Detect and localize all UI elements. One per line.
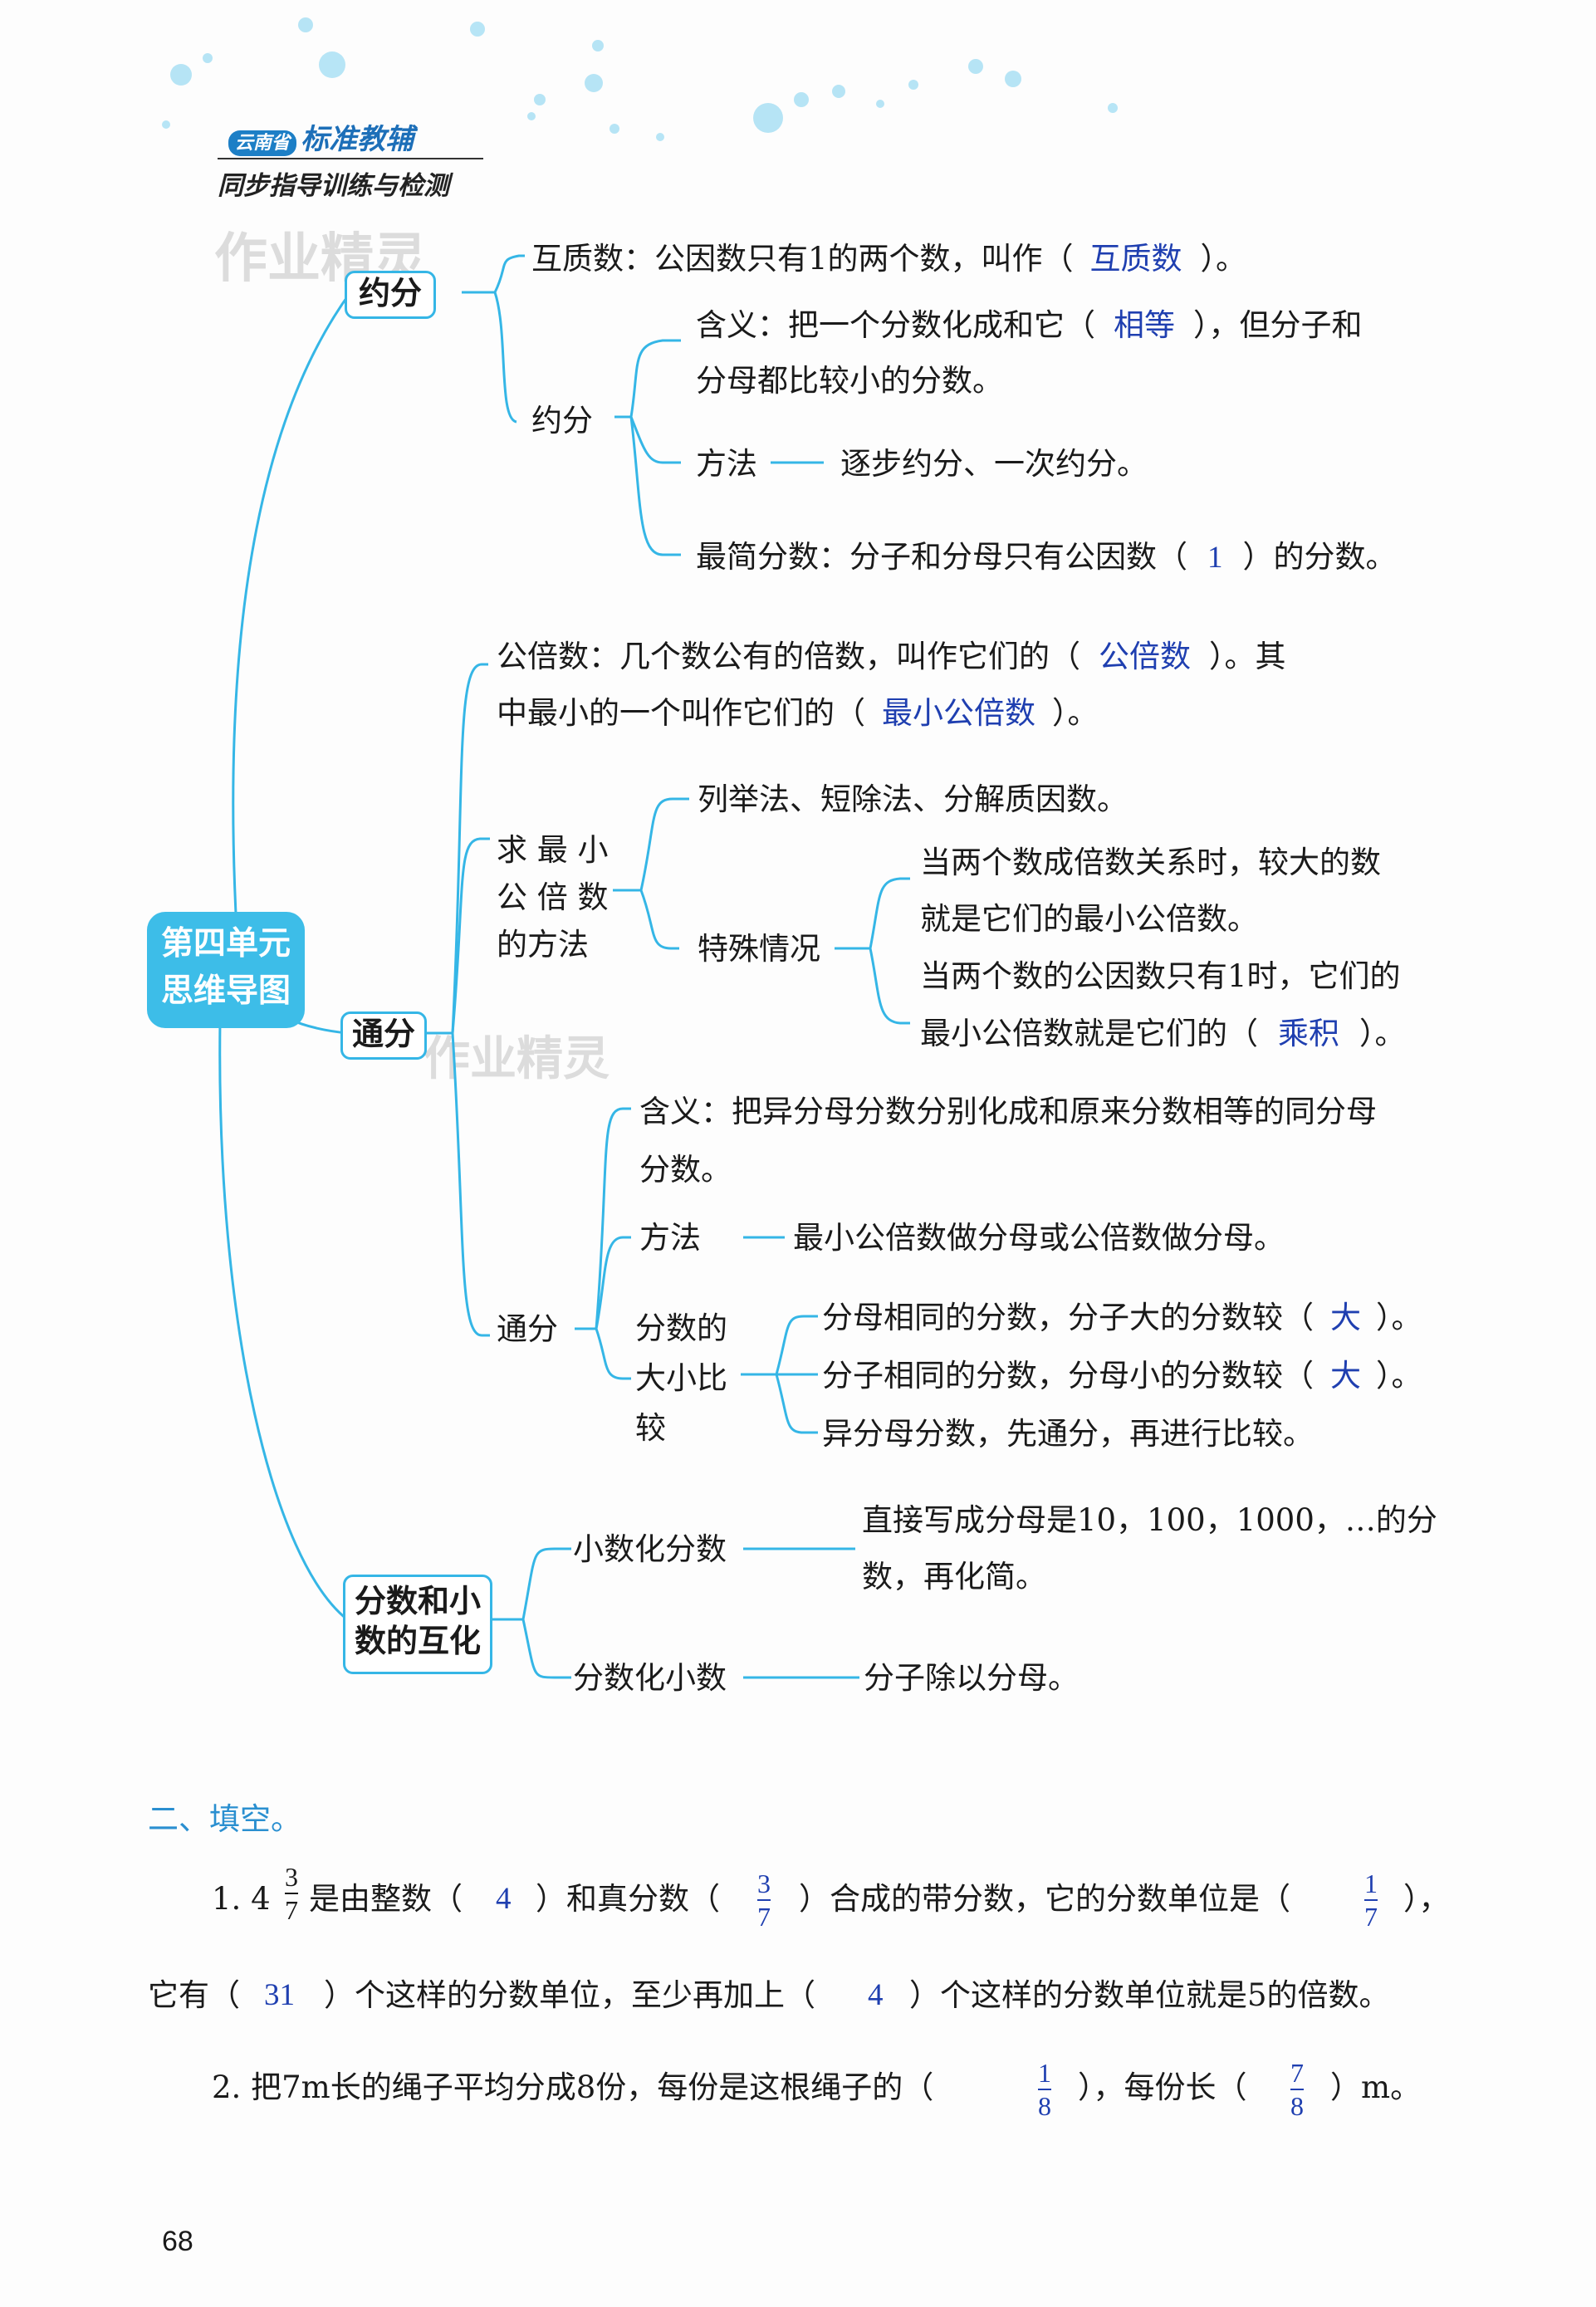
section-heading: 二、填空。 — [148, 1794, 301, 1839]
page-number: 68 — [162, 2226, 193, 2258]
q1-text-1: 是由整数（ — [309, 1883, 463, 1914]
common-multiple-tail: ）。其 — [1209, 639, 1286, 674]
lcm-method-label-2: 公 倍 数 — [497, 874, 613, 921]
node-tongfen: 通分 — [340, 1011, 427, 1060]
answer-bigger-2: 大 — [1330, 1359, 1361, 1394]
coprime-text: 互质数：公因数只有1的两个数，叫作（ — [531, 241, 1074, 277]
simplest-fraction: 最简分数：分子和分母只有公因数（ 1 ）的分数。 — [696, 541, 1397, 573]
decimal-to-fraction-2: 数，再化简。 — [862, 1561, 1046, 1592]
yuefen-meaning-line2: 分母都比较小的分数。 — [696, 365, 1003, 396]
lcm-text: 中最小的一个叫作它们的（ — [497, 695, 865, 731]
root-line-1: 第四单元 — [147, 920, 305, 967]
lcm-method-label-3: 的方法 — [497, 921, 613, 968]
special-case-label: 特殊情况 — [698, 933, 820, 964]
common-multiple-def: 公倍数：几个数公有的倍数，叫作它们的（ 公倍数 ）。其 — [497, 641, 1286, 673]
case-coprime-text: 最小公倍数就是它们的（ — [920, 1016, 1258, 1051]
compare-rule-1: 分母相同的分数，分子大的分数较（ 大 ）。 — [822, 1302, 1422, 1334]
lcm-method-label-1: 求 最 小 — [497, 826, 613, 874]
q1-mixed-denominator: 7 — [285, 1897, 298, 1923]
lcm-def: 中最小的一个叫作它们的（ 最小公倍数 ）。 — [497, 698, 1099, 729]
q2-text-1: 2. 把7m长的绳子平均分成8份，每份是这根绳子的（ — [212, 2072, 933, 2103]
node-conversion-line-1: 分数和小 — [345, 1581, 490, 1621]
node-yuefen: 约分 — [345, 271, 436, 319]
answer-product: 乘积 — [1278, 1017, 1339, 1051]
q1-text-2: ）和真分数（ — [536, 1883, 720, 1914]
tongfen-method-text: 最小公倍数做分母或公倍数做分母。 — [793, 1222, 1285, 1253]
q1-line2-text-1: 它有（ — [148, 1980, 240, 2011]
q2-answer-length-denominator: 8 — [1290, 2093, 1304, 2119]
tongfen-meaning-2: 分数。 — [639, 1154, 732, 1185]
case-coprime-end: ）。 — [1359, 1016, 1406, 1051]
compare-rule-2-text: 分子相同的分数，分母小的分数较（ — [822, 1358, 1314, 1394]
answer-one: 1 — [1207, 541, 1223, 575]
q2-answer-part-denominator: 8 — [1038, 2093, 1051, 2119]
yuefen-method-label: 方法 — [696, 448, 757, 479]
node-conversion-line-2: 数的互化 — [345, 1621, 490, 1661]
mindmap-root: 第四单元 思维导图 — [147, 912, 305, 1028]
lcm-method-label: 求 最 小 公 倍 数 的方法 — [497, 826, 613, 968]
fraction-to-decimal-text: 分子除以分母。 — [864, 1663, 1079, 1693]
answer-equal: 相等 — [1114, 309, 1175, 343]
sub-yuefen: 约分 — [531, 405, 593, 436]
yuefen-meaning: 含义：把一个分数化成和它（ 相等 ），但分子和 — [696, 310, 1363, 341]
fraction-to-decimal-label: 分数化小数 — [573, 1663, 727, 1693]
yuefen-meaning-tail: ），但分子和 — [1193, 307, 1363, 343]
q1-answer-unit-numerator: 1 — [1364, 1870, 1378, 1897]
case-coprime-1: 当两个数的公因数只有1时，它们的 — [920, 961, 1401, 992]
q1-text-3: ）合成的带分数，它的分数单位是（ — [799, 1883, 1290, 1914]
simplest-text: 最简分数：分子和分母只有公因数（ — [696, 539, 1187, 575]
q2-answer-length-numerator: 7 — [1290, 2060, 1304, 2086]
compare-rule-2-end: ）。 — [1376, 1358, 1422, 1394]
q1-answer-unit-denominator: 7 — [1364, 1903, 1378, 1930]
q1-line2-text-3: ）个这样的分数单位就是5的倍数。 — [909, 1980, 1390, 2011]
yuefen-method-text: 逐步约分、一次约分。 — [840, 448, 1148, 479]
answer-lcm: 最小公倍数 — [882, 697, 1035, 731]
root-line-2: 思维导图 — [147, 967, 305, 1015]
node-conversion: 分数和小 数的互化 — [343, 1575, 492, 1674]
coprime-end: ）。 — [1201, 241, 1247, 277]
case-multiple-2: 就是它们的最小公倍数。 — [920, 904, 1258, 934]
decimal-to-fraction-label: 小数化分数 — [573, 1534, 727, 1565]
sub-tongfen: 通分 — [497, 1314, 558, 1345]
q1-answer-more: 4 — [868, 1980, 884, 2011]
q1-answer-proper-denominator: 7 — [757, 1903, 771, 1930]
compare-rule-2: 分子相同的分数，分母小的分数较（ 大 ）。 — [822, 1360, 1422, 1392]
coprime-definition: 互质数：公因数只有1的两个数，叫作（ 互质数 ）。 — [531, 243, 1246, 275]
compare-rule-1-end: ）。 — [1376, 1300, 1422, 1335]
q2-text-3: ）m。 — [1330, 2072, 1421, 2103]
q1-answer-integer: 4 — [496, 1883, 512, 1914]
lcm-end: ）。 — [1052, 695, 1099, 731]
q1-number: 1. 4 — [212, 1883, 271, 1914]
common-multiple-text: 公倍数：几个数公有的倍数，叫作它们的（ — [497, 639, 1080, 674]
q1-answer-proper-numerator: 3 — [757, 1870, 771, 1897]
compare-label-2: 大小比 — [635, 1354, 727, 1403]
case-multiple-1: 当两个数成倍数关系时，较大的数 — [920, 847, 1381, 878]
compare-label: 分数的 大小比 较 — [635, 1304, 727, 1453]
tongfen-method-label: 方法 — [639, 1222, 701, 1253]
lcm-methods: 列举法、短除法、分解质因数。 — [698, 784, 1128, 815]
decimal-to-fraction-1: 直接写成分母是10，100，1000，…的分 — [862, 1505, 1437, 1536]
q1-line2-text-2: ）个这样的分数单位，至少再加上（ — [324, 1980, 815, 2011]
tongfen-meaning-1: 含义：把异分母分数分别化成和原来分数相等的同分母 — [639, 1096, 1377, 1127]
q1-answer-count: 31 — [264, 1980, 295, 2011]
answer-common-multiple: 公倍数 — [1099, 640, 1191, 674]
compare-rule-3: 异分母分数，先通分，再进行比较。 — [822, 1418, 1314, 1449]
case-coprime-2: 最小公倍数就是它们的（ 乘积 ）。 — [920, 1018, 1406, 1050]
q2-text-2: ），每份长（ — [1078, 2072, 1247, 2103]
q2-answer-part-numerator: 1 — [1038, 2060, 1051, 2086]
yuefen-meaning-text: 含义：把一个分数化成和它（ — [696, 307, 1095, 343]
compare-label-1: 分数的 — [635, 1304, 727, 1354]
answer-bigger-1: 大 — [1330, 1301, 1361, 1335]
compare-label-3: 较 — [635, 1403, 727, 1453]
answer-coprime: 互质数 — [1090, 242, 1182, 277]
q1-text-4: ）， — [1403, 1883, 1450, 1914]
simplest-end: ）的分数。 — [1243, 539, 1397, 575]
compare-rule-1-text: 分母相同的分数，分子大的分数较（ — [822, 1300, 1314, 1335]
q1-mixed-numerator: 3 — [285, 1864, 298, 1890]
